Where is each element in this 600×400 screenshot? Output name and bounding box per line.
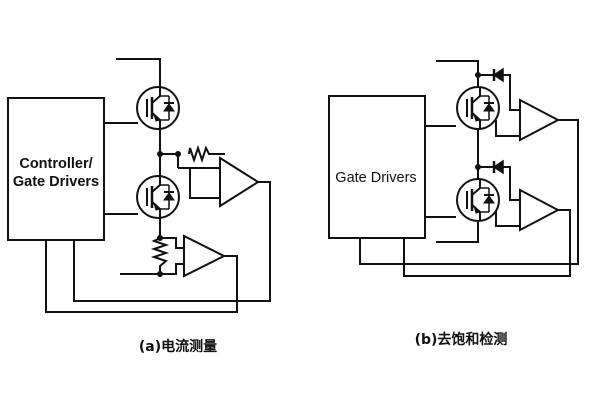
desat-amplifier-upper <box>519 98 561 142</box>
igbt-upper <box>135 85 181 131</box>
desat-igbt-lower <box>455 177 501 223</box>
igbt-lower <box>135 174 181 220</box>
controller-label-line2: Gate Drivers <box>13 174 99 190</box>
current-measurement-circuit <box>7 58 271 313</box>
controller-label-line1: Controller/ <box>19 156 92 172</box>
desaturation-detection-circuit <box>328 60 579 277</box>
desat-amplifier-lower <box>519 188 561 232</box>
gate-drivers-label: Gate Drivers <box>335 170 416 186</box>
gate-drivers-block <box>328 95 426 239</box>
desat-diode-upper <box>492 67 504 83</box>
amplifier-lower <box>183 234 227 278</box>
amplifier-upper <box>219 156 260 208</box>
desat-diode-lower <box>492 159 504 175</box>
controller-block <box>7 97 105 241</box>
caption-current-measurement: (a)电流测量 <box>139 338 217 355</box>
desat-igbt-upper <box>455 85 501 131</box>
caption-desaturation-detection: (b)去饱和检测 <box>415 331 508 348</box>
